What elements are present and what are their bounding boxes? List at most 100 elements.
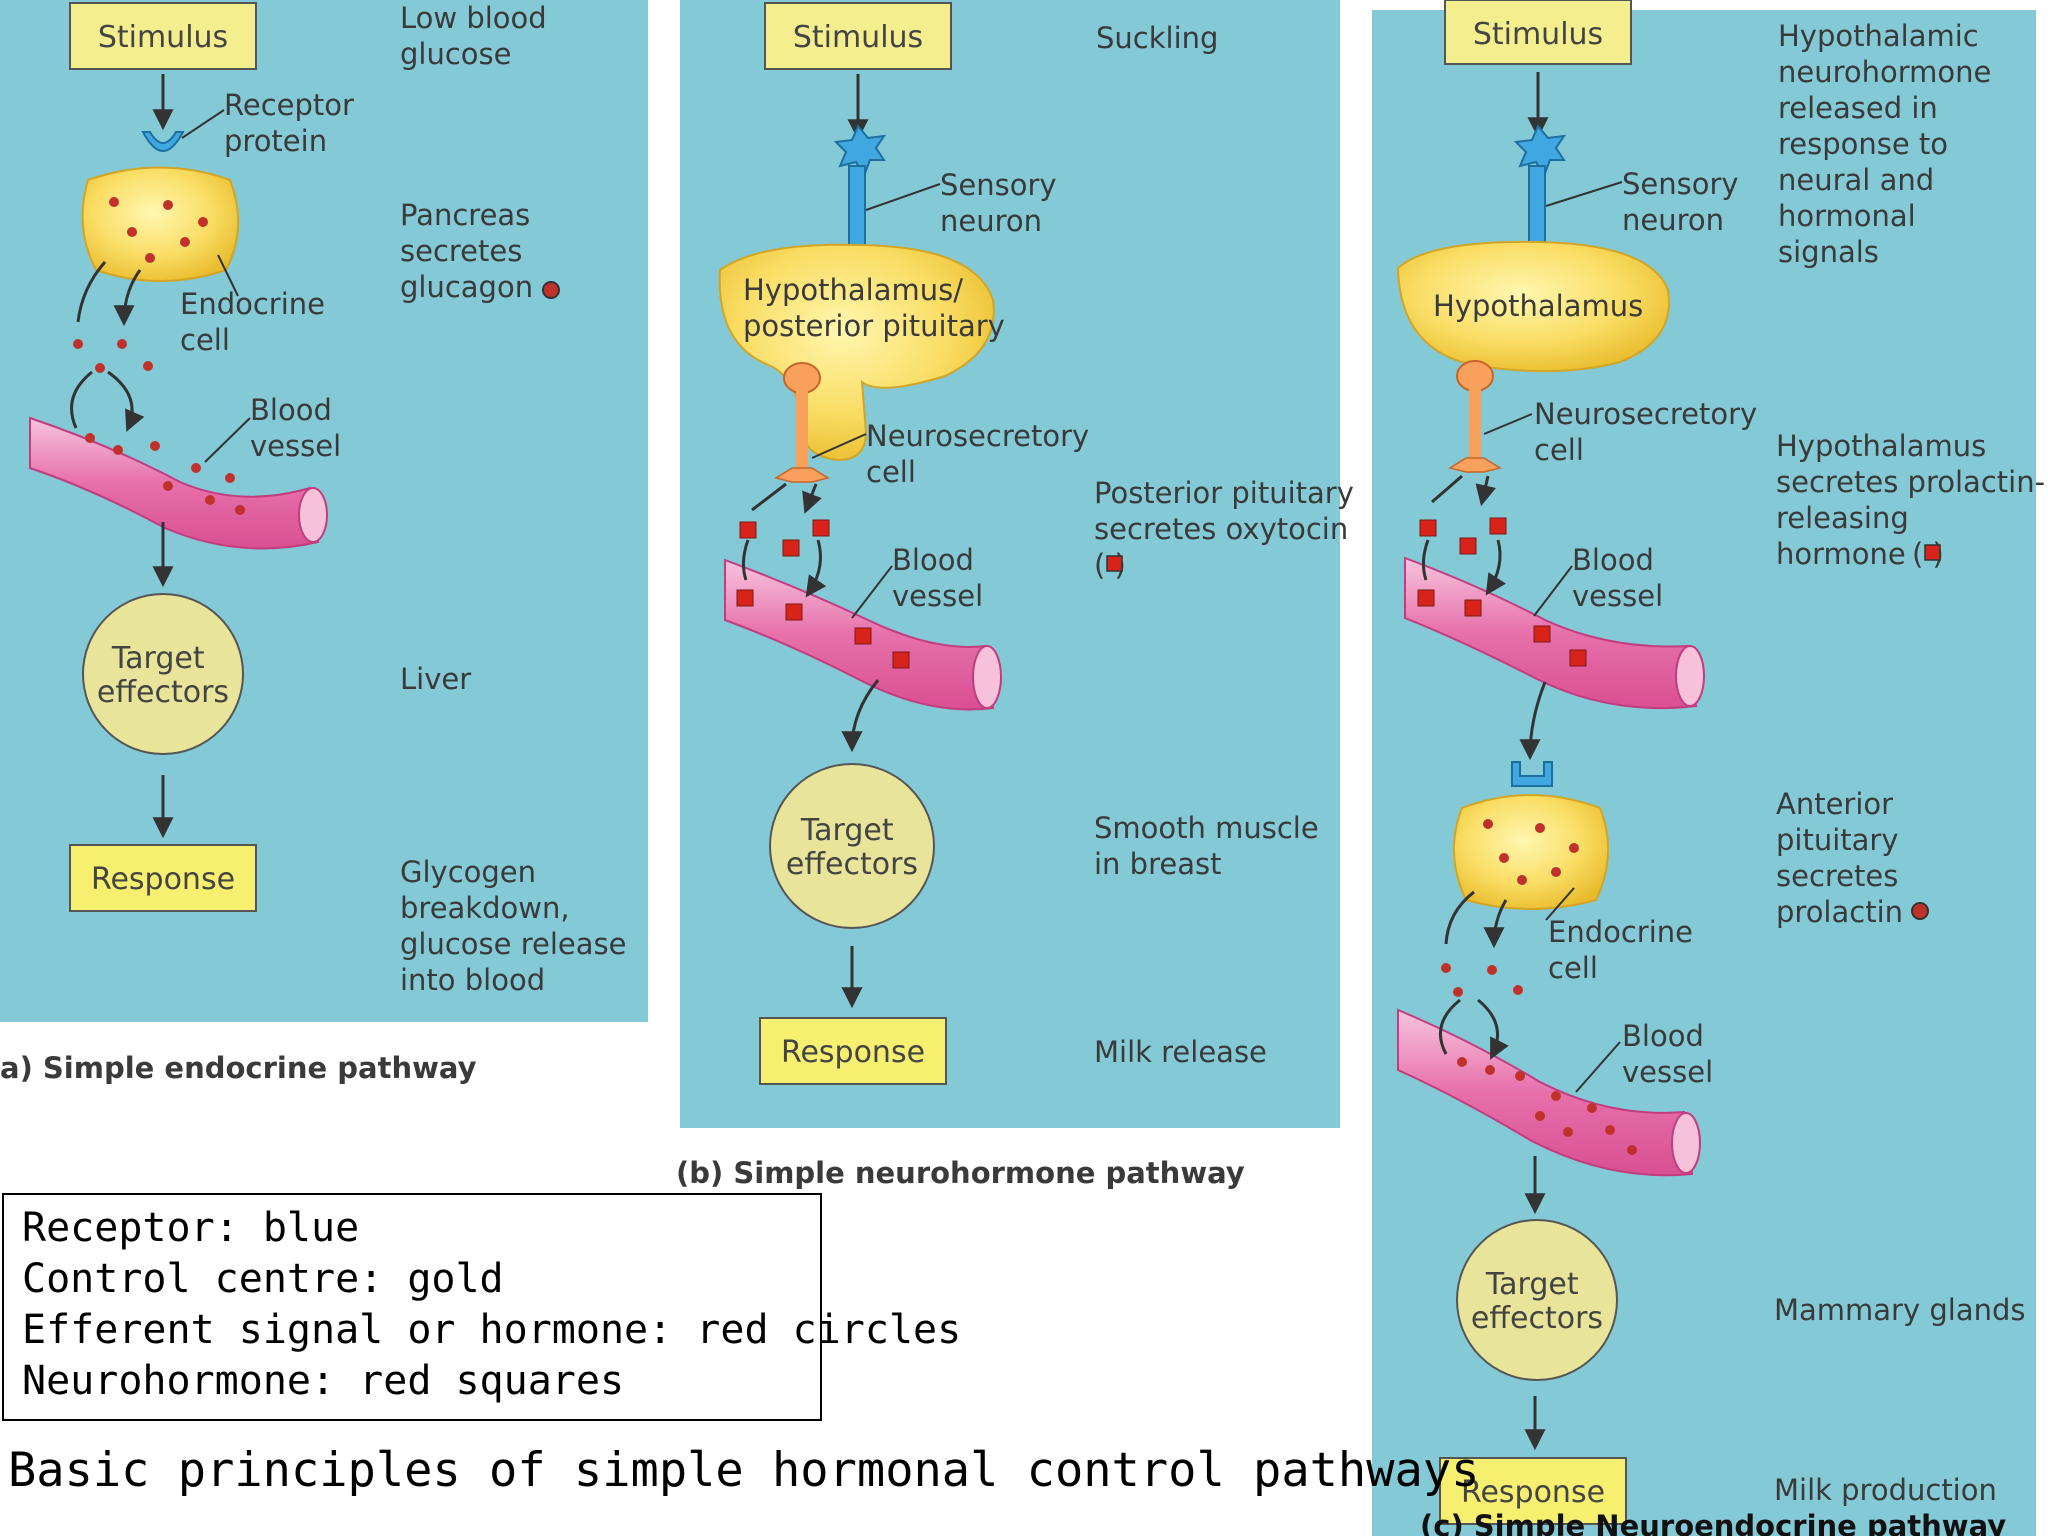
panel-b-sensory-label: Sensory neuron bbox=[940, 168, 1066, 238]
panel-a-secretion-arrows bbox=[76, 261, 140, 322]
panel-a-response-label: Response bbox=[91, 862, 235, 897]
panel-c-vessel-2-opening bbox=[1671, 1112, 1701, 1174]
panel-c-hormone-in-cell bbox=[1483, 819, 1579, 885]
panel-c-hypothalamus bbox=[1396, 240, 1670, 373]
panel-b-target-label: Target effectors bbox=[786, 813, 918, 882]
panel-b-sensory-leader bbox=[865, 183, 941, 211]
panel-c-vessel-2-leader bbox=[1575, 1041, 1621, 1093]
panel-c-neurosecretory-leader bbox=[1483, 413, 1533, 435]
panel-a-receptor-protein bbox=[141, 131, 185, 152]
panel-b-response-box bbox=[759, 1017, 947, 1085]
panel-c-hormone-symbol bbox=[1911, 902, 1929, 920]
panel-c-endocrine-label: Endocrine cell bbox=[1548, 915, 1702, 985]
panel-a: Stimulus Low blood glucose Receptor prot… bbox=[0, 0, 648, 1085]
panel-c-neurosecretory-cell bbox=[1448, 360, 1502, 473]
panel-a-stimulus-box bbox=[69, 2, 257, 70]
panel-c-response-label: Response bbox=[1461, 1475, 1605, 1510]
panel-c-secretion-desc: Hypothalamus secretes prolactin- releasi… bbox=[1776, 429, 2048, 571]
panel-c-vessel-1-label: Blood vessel bbox=[1572, 543, 1663, 613]
panel-c-sensory-label: Sensory neuron bbox=[1622, 167, 1748, 237]
panel-b-vessel-opening bbox=[972, 645, 1002, 709]
panel-c-pituitary-desc: Anterior pituitary secretes prolactin bbox=[1776, 787, 1908, 929]
panel-c-vessel-1-leader bbox=[1533, 565, 1573, 617]
panel-a-stimulus-label: Stimulus bbox=[98, 20, 228, 55]
panel-a-response-box bbox=[69, 844, 257, 912]
panel-a-hormone-in-cell bbox=[109, 197, 208, 263]
panel-c-response-box bbox=[1439, 1457, 1627, 1525]
panel-b-stimulus-box bbox=[764, 2, 952, 70]
panel-b-neurosecretory-leader bbox=[811, 433, 867, 459]
panel-b-background bbox=[680, 0, 1340, 1128]
panel-b-stimulus-label: Stimulus bbox=[793, 20, 923, 55]
panel-a-target-label: Target effectors bbox=[97, 641, 229, 710]
panel-c-neurosecretory-label: Neurosecretory cell bbox=[1534, 397, 1766, 467]
panel-b-vessel-label: Blood vessel bbox=[892, 543, 983, 613]
panel-a-blood-vessel bbox=[29, 416, 320, 550]
panel-a-response-desc: Glycogen breakdown, glucose release into… bbox=[400, 855, 636, 997]
legend-receptor: Receptor: blue bbox=[22, 1205, 360, 1251]
panel-c-arrow-2 bbox=[1519, 681, 1547, 761]
panel-a-endocrine-label: Endocrine cell bbox=[180, 287, 334, 357]
panel-a-target-desc: Liver bbox=[400, 662, 471, 696]
panel-b-caption: (b) Simple neurohormone pathway bbox=[676, 1156, 1245, 1190]
panel-b-entry-arrows bbox=[741, 539, 820, 594]
panel-b-arrow-2 bbox=[841, 679, 880, 753]
panel-c-secretion-arrows bbox=[1444, 890, 1506, 944]
panel-c-target-label: Target effectors bbox=[1471, 1267, 1603, 1336]
panel-b-neurohormone-square bbox=[1106, 555, 1123, 572]
panel-b-sensory-neuron bbox=[833, 124, 887, 247]
panel-c: Stimulus Hypothalamic neurohormone relea… bbox=[1372, 0, 2048, 1536]
panel-c-released-hormone bbox=[1441, 963, 1523, 997]
panel-a-receptor-leader bbox=[181, 109, 225, 139]
panel-c-neurohormone-released bbox=[1419, 517, 1507, 555]
panel-b: Stimulus Suckling Sensory neuron Hypotha… bbox=[676, 0, 1363, 1190]
panel-b-target-desc: Smooth muscle in breast bbox=[1094, 811, 1328, 881]
panel-a-receptor-label: Receptor protein bbox=[224, 88, 363, 158]
panel-a-endocrine-cell bbox=[81, 166, 239, 282]
panel-c-stimulus-box bbox=[1444, 0, 1632, 65]
panel-c-release-arrows bbox=[1431, 474, 1488, 502]
panel-c-target-desc: Mammary glands bbox=[1774, 1293, 2026, 1327]
panel-b-stimulus-desc: Suckling bbox=[1096, 21, 1218, 55]
panel-c-neurohormone-square bbox=[1924, 544, 1941, 561]
panel-c-vessel-2-label: Blood vessel bbox=[1622, 1019, 1713, 1089]
panel-a-target-effectors bbox=[82, 593, 244, 755]
legend-neurohormone: Neurohormone: red squares bbox=[22, 1358, 625, 1404]
panel-b-neurohormone-released bbox=[739, 519, 830, 557]
panel-b-vessel-leader bbox=[851, 565, 893, 619]
panel-b-hypothalamus-pituitary bbox=[718, 243, 995, 462]
panel-b-control-label: Hypothalamus/ posterior pituitary bbox=[743, 273, 1005, 343]
panel-c-endocrine-leader bbox=[1545, 887, 1575, 921]
panel-c-stimulus-label: Stimulus bbox=[1473, 17, 1603, 52]
panel-b-response-desc: Milk release bbox=[1094, 1035, 1267, 1069]
panel-b-neurosecretory-cell bbox=[774, 362, 830, 483]
panel-c-entry-arrows-2 bbox=[1438, 998, 1497, 1056]
panel-a-vessel-opening bbox=[298, 487, 328, 543]
panel-a-hormone-symbol bbox=[542, 281, 560, 299]
panel-c-vessel-1-opening bbox=[1675, 645, 1705, 707]
panel-c-entry-arrows bbox=[1421, 539, 1500, 592]
panel-c-caption: (c) Simple Neuroendocrine pathway bbox=[1420, 1509, 2006, 1536]
panel-c-control-label: Hypothalamus bbox=[1433, 289, 1643, 323]
panel-c-sensory-leader bbox=[1545, 181, 1623, 207]
panel-c-response-desc: Milk production bbox=[1774, 1473, 1997, 1507]
panel-c-receptor bbox=[1511, 761, 1553, 787]
legend-efferent-signal: Efferent signal or hormone: red circles bbox=[22, 1307, 962, 1353]
panel-a-stimulus-desc: Low blood glucose bbox=[400, 1, 556, 71]
panel-a-entry-arrows bbox=[70, 370, 133, 428]
panel-b-release-arrows bbox=[751, 482, 816, 510]
panel-a-caption: a) Simple endocrine pathway bbox=[0, 1051, 477, 1085]
panel-c-target-effectors bbox=[1456, 1219, 1618, 1381]
panel-b-secretion-desc: Posterior pituitary secretes oxytocin bbox=[1094, 476, 1363, 546]
panel-b-response-label: Response bbox=[781, 1035, 925, 1070]
panel-a-secretion-desc: Pancreas secretes glucagon bbox=[400, 198, 540, 304]
panel-a-vessel-leader bbox=[204, 417, 251, 463]
legend-box: Receptor: blue Control centre: gold Effe… bbox=[2, 1193, 962, 1421]
panel-c-stimulus-desc: Hypothalamic neurohormone released in re… bbox=[1778, 19, 2001, 269]
panel-a-released-hormone bbox=[73, 339, 153, 373]
legend-control-centre: Control centre: gold bbox=[22, 1256, 504, 1302]
panel-a-endocrine-leader bbox=[217, 254, 239, 297]
panel-c-anterior-pituitary-cell bbox=[1453, 794, 1609, 910]
panel-a-vessel-label: Blood vessel bbox=[250, 393, 341, 463]
